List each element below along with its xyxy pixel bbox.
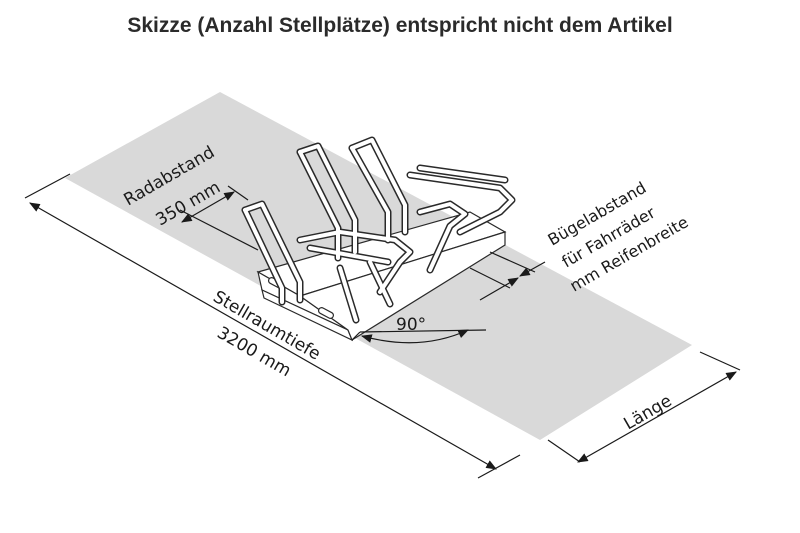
angle-label: 90° xyxy=(396,315,426,335)
page-title: Skizze (Anzahl Stellplätze) entspricht n… xyxy=(127,14,673,37)
angle-arc xyxy=(360,329,469,344)
dimension-lines xyxy=(24,173,741,479)
laenge-label: Länge xyxy=(621,391,676,434)
radabstand-dimension-line xyxy=(181,191,235,223)
length-dimension-line xyxy=(577,371,737,463)
depth-dimension-line xyxy=(29,202,497,470)
